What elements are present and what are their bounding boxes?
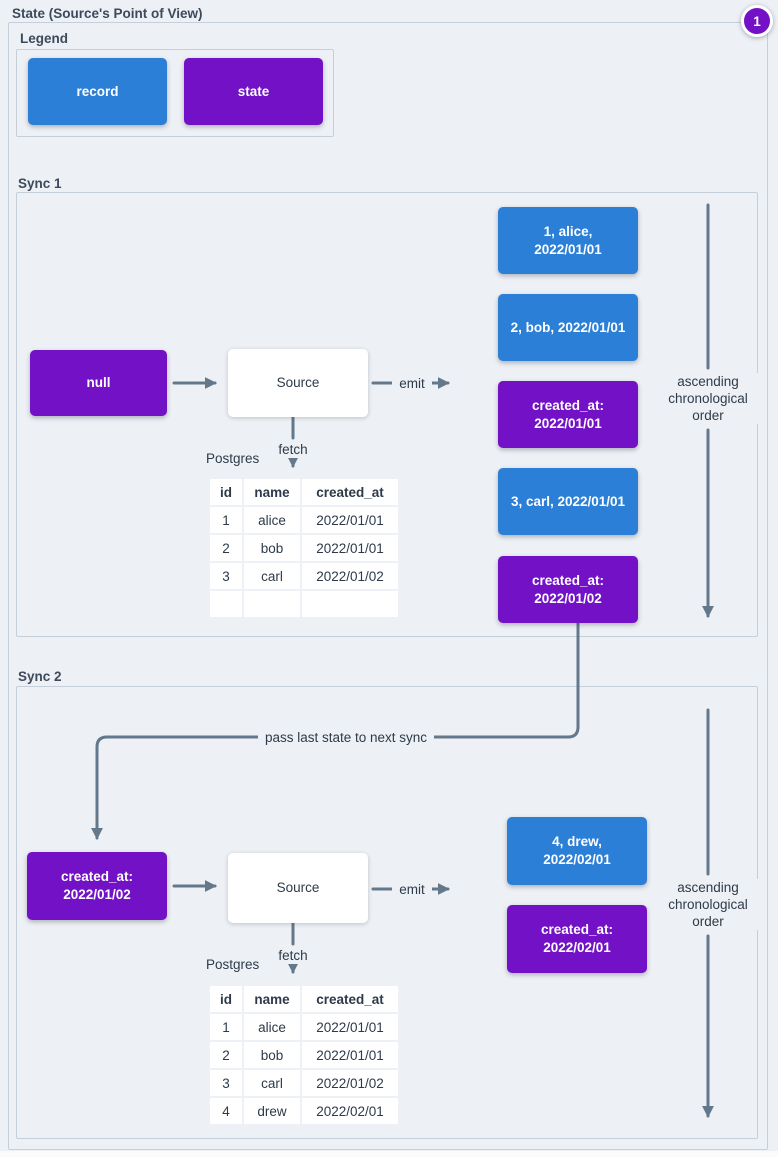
sync1-source-box: Source: [228, 349, 368, 417]
table-row: 1 alice 2022/01/01: [210, 507, 398, 533]
cell-id: 3: [210, 563, 242, 589]
sync2-order-label: ascending chronological order: [658, 879, 758, 930]
sync2-emit-label: emit: [392, 881, 432, 898]
outer-frame: [8, 22, 768, 1150]
bottom-strip: [0, 1151, 778, 1157]
cell-name: alice: [244, 507, 300, 533]
page-title: State (Source's Point of View): [12, 6, 203, 21]
cell-name: alice: [244, 1014, 300, 1040]
table-header-row: id name created_at: [210, 479, 398, 505]
cell-id: 1: [210, 507, 242, 533]
col-header-name: name: [244, 479, 300, 505]
table-row: 3 carl 2022/01/02: [210, 563, 398, 589]
table-row: 2 bob 2022/01/01: [210, 535, 398, 561]
sync1-record-bob: 2, bob, 2022/01/01: [498, 294, 638, 361]
table-header-row: id name created_at: [210, 986, 398, 1012]
cell-id: 3: [210, 1070, 242, 1096]
sync2-source-box: Source: [228, 853, 368, 923]
legend-frame: [16, 49, 334, 137]
cell-id: 4: [210, 1098, 242, 1124]
col-header-created-at: created_at: [302, 479, 398, 505]
legend-state-box: state: [184, 58, 323, 125]
cell-id: 2: [210, 1042, 242, 1068]
cell-created-at: [302, 591, 398, 617]
sync1-emit-label: emit: [392, 375, 432, 392]
legend-label: Legend: [20, 31, 69, 46]
step-badge: 1: [741, 5, 773, 37]
col-header-id: id: [210, 986, 242, 1012]
cell-name: bob: [244, 535, 300, 561]
cell-name: carl: [244, 1070, 300, 1096]
table-row: 3 carl 2022/01/02: [210, 1070, 398, 1096]
cell-created-at: 2022/02/01: [302, 1098, 398, 1124]
pass-state-label: pass last state to next sync: [258, 729, 434, 746]
cell-name: drew: [244, 1098, 300, 1124]
cell-name: carl: [244, 563, 300, 589]
sync2-record-drew: 4, drew, 2022/02/01: [507, 817, 647, 885]
cell-id: 1: [210, 1014, 242, 1040]
sync1-postgres-label: Postgres: [206, 451, 260, 466]
sync1-state-0101: created_at: 2022/01/01: [498, 381, 638, 448]
sync2-fetch-label: fetch: [273, 947, 313, 964]
table-row-empty: [210, 591, 398, 617]
cell-id: [210, 591, 242, 617]
sync1-fetch-label: fetch: [273, 441, 313, 458]
sync1-record-alice: 1, alice, 2022/01/01: [498, 207, 638, 274]
sync2-postgres-label: Postgres: [206, 957, 260, 972]
table-row: 4 drew 2022/02/01: [210, 1098, 398, 1124]
sync1-state-0102: created_at: 2022/01/02: [498, 556, 638, 623]
sync1-record-carl: 3, carl, 2022/01/01: [498, 468, 638, 535]
sync2-postgres-table: id name created_at 1 alice 2022/01/01 2 …: [208, 984, 400, 1126]
cell-created-at: 2022/01/01: [302, 535, 398, 561]
cell-id: 2: [210, 535, 242, 561]
legend-record-box: record: [28, 58, 167, 125]
col-header-created-at: created_at: [302, 986, 398, 1012]
cell-created-at: 2022/01/01: [302, 1042, 398, 1068]
table-row: 2 bob 2022/01/01: [210, 1042, 398, 1068]
sync1-order-label: ascending chronological order: [658, 373, 758, 424]
cell-name: bob: [244, 1042, 300, 1068]
cell-created-at: 2022/01/01: [302, 1014, 398, 1040]
sync1-input-state-box: null: [30, 350, 167, 416]
sync1-postgres-table: id name created_at 1 alice 2022/01/01 2 …: [208, 477, 400, 619]
sync2-input-state-box: created_at: 2022/01/02: [27, 852, 167, 920]
table-row: 1 alice 2022/01/01: [210, 1014, 398, 1040]
sync2-state-0201: created_at: 2022/02/01: [507, 905, 647, 973]
cell-created-at: 2022/01/02: [302, 1070, 398, 1096]
col-header-name: name: [244, 986, 300, 1012]
cell-name: [244, 591, 300, 617]
sync1-label: Sync 1: [18, 176, 62, 191]
sync2-label: Sync 2: [18, 669, 62, 684]
col-header-id: id: [210, 479, 242, 505]
cell-created-at: 2022/01/01: [302, 507, 398, 533]
cell-created-at: 2022/01/02: [302, 563, 398, 589]
